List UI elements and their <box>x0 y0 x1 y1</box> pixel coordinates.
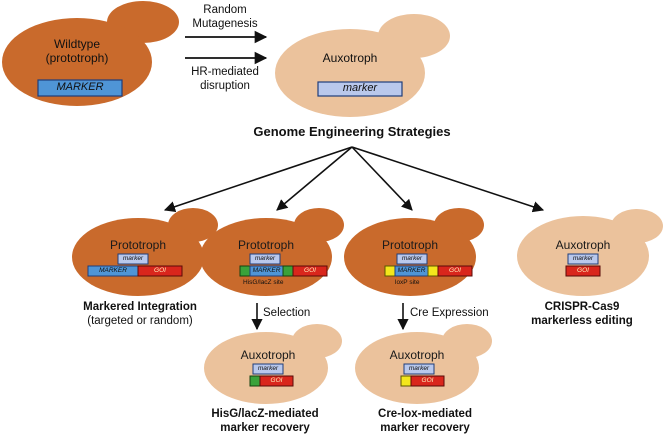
recovered1-caption-1: HisG/lacZ-mediated <box>211 408 319 420</box>
cell2-marker: MARKER <box>252 267 281 274</box>
recovered2-small-marker: marker <box>408 365 430 372</box>
cell1-small-marker: marker <box>122 255 144 262</box>
cell4-caption-2: markerless editing <box>531 315 633 327</box>
recovered2-caption-1: Cre-lox-mediated <box>378 408 472 420</box>
wildtype-cell <box>2 1 179 106</box>
cell3-site-label: loxP site <box>395 279 420 286</box>
disruption-label: disruption <box>200 80 250 92</box>
mutagenesis-arrows <box>185 30 268 65</box>
cre-expression-label: Cre Expression <box>410 307 489 319</box>
recovered1-title: Auxotroph <box>240 348 296 362</box>
cell-markered-integration <box>72 208 218 296</box>
cell-recovered-hisg <box>204 324 342 404</box>
wildtype-marker-label: MARKER <box>56 81 104 93</box>
recovered1-caption-2: marker recovery <box>220 422 310 434</box>
cell1-caption-2: (targeted or random) <box>87 315 193 327</box>
cell-hisg-lacz <box>200 208 344 296</box>
wildtype-title: Wildtype <box>53 37 100 51</box>
recovered1-small-marker: marker <box>257 365 279 372</box>
hr-mediated-label: HR-mediated <box>191 66 259 78</box>
cell-crispr <box>517 209 663 296</box>
cell2-goi: GOI <box>304 267 316 274</box>
random-label: Random <box>203 4 247 16</box>
branch-arrows <box>163 146 545 213</box>
cell4-small-marker: marker <box>572 255 594 262</box>
cell4-title: Auxotroph <box>555 238 611 252</box>
auxotroph-title: Auxotroph <box>322 51 378 65</box>
cell3-title: Prototroph <box>381 238 439 252</box>
cell4-caption-1: CRISPR-Cas9 <box>544 301 620 313</box>
auxotroph-marker-label: marker <box>342 82 378 94</box>
recovery-arrows <box>251 303 409 331</box>
cell-cre-lox <box>344 208 484 296</box>
recovered2-title: Auxotroph <box>389 348 445 362</box>
mutagenesis-label: Mutagenesis <box>192 18 258 30</box>
auxotroph-marker-box <box>317 81 403 97</box>
selection-label: Selection <box>263 307 311 319</box>
cell1-goi: GOI <box>154 267 166 274</box>
recovered2-caption-2: marker recovery <box>380 422 470 434</box>
recovered2-goi: GOI <box>421 377 434 384</box>
wildtype-subtitle: (prototroph) <box>45 51 109 65</box>
cell-recovered-crelox <box>355 324 492 404</box>
cell2-site-label: HisG/lacZ site <box>243 279 284 286</box>
cell3-marker: MARKER <box>397 267 426 274</box>
cell3-goi: GOI <box>449 267 461 274</box>
strategies-heading: Genome Engineering Strategies <box>253 124 451 139</box>
cell1-marker: MARKER <box>99 267 127 274</box>
cell1-caption-1: Markered Integration <box>83 301 197 313</box>
cell3-small-marker: marker <box>401 255 423 262</box>
auxotroph-cell <box>275 14 450 117</box>
cell1-title: Prototroph <box>109 238 167 252</box>
cell4-goi: GOI <box>577 267 589 274</box>
cell2-small-marker: marker <box>254 255 276 262</box>
recovered1-goi: GOI <box>270 377 283 384</box>
cell2-title: Prototroph <box>237 238 295 252</box>
wildtype-marker-box <box>37 79 123 97</box>
